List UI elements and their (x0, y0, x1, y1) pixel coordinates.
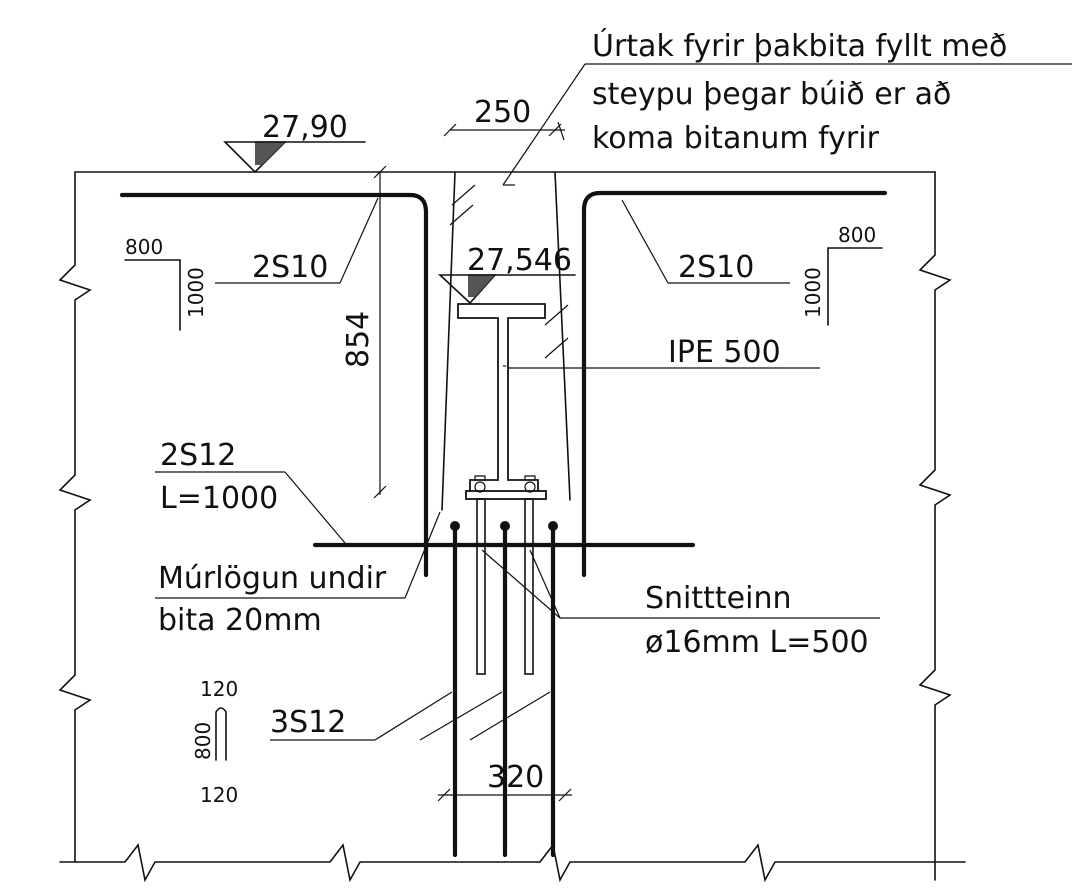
stirrup-bottom-len: 120 (200, 783, 238, 807)
level-marker-top: 27,90 (223, 110, 366, 174)
rebar-left-label: 2S10 (252, 250, 328, 285)
anchor-line-2: ø16mm L=500 (645, 625, 869, 660)
rebar-right-label: 2S10 (678, 250, 754, 285)
rebar-vertical-3s12: 3S12 (270, 521, 558, 858)
beam-recess (441, 171, 571, 511)
stirrup-shape: 120 800 120 (191, 677, 238, 807)
dim-320-text: 320 (487, 760, 544, 795)
rebar-left-2s10: 2S10 800 1000 (119, 192, 429, 578)
grout-line-2: bita 20mm (158, 603, 322, 638)
dim-250-text: 250 (474, 95, 531, 130)
level-top-text: 27,90 (262, 110, 348, 145)
level-marker-beam: 27,546 (437, 243, 576, 305)
base-plate (465, 475, 547, 500)
rebar-right-vertical-len: 1000 (801, 267, 825, 318)
anchor-bolts (476, 498, 534, 675)
note-line-3: koma bitanum fyrir (592, 121, 880, 156)
note-line-1: Úrtak fyrir þakbita fyllt með (592, 27, 1007, 64)
rebar-bottom-line-1: 2S12 (160, 438, 236, 473)
ipe-beam: IPE 500 (457, 303, 820, 493)
recess-note: Úrtak fyrir þakbita fyllt með steypu þeg… (502, 27, 1072, 186)
rebar-left-horizontal-len: 800 (125, 235, 163, 259)
grout-note: Múrlögun undir bita 20mm (155, 511, 441, 638)
grout-line-1: Múrlögun undir (158, 561, 387, 596)
dimension-854: 854 (341, 165, 387, 499)
rebar-right-horizontal-len: 800 (838, 223, 876, 247)
rebar-left-vertical-len: 1000 (184, 267, 208, 318)
concrete-outline (58, 171, 966, 883)
anchor-line-1: Snittteinn (645, 581, 792, 616)
dim-854-text: 854 (341, 311, 376, 368)
level-beam-text: 27,546 (467, 243, 572, 278)
note-line-2: steypu þegar búið er að (592, 77, 951, 112)
rebar-right-2s10: 2S10 800 1000 (581, 190, 888, 578)
stirrup-height-len: 800 (191, 722, 215, 760)
stirrup-top-len: 120 (200, 677, 238, 701)
dimension-250: 250 (443, 95, 565, 141)
rebar-bottom-line-2: L=1000 (160, 481, 278, 516)
anchor-note: Snittteinn ø16mm L=500 (481, 549, 880, 660)
beam-label: IPE 500 (668, 335, 781, 370)
stirrup-label: 3S12 (270, 705, 346, 740)
dimension-320: 320 (437, 760, 572, 802)
